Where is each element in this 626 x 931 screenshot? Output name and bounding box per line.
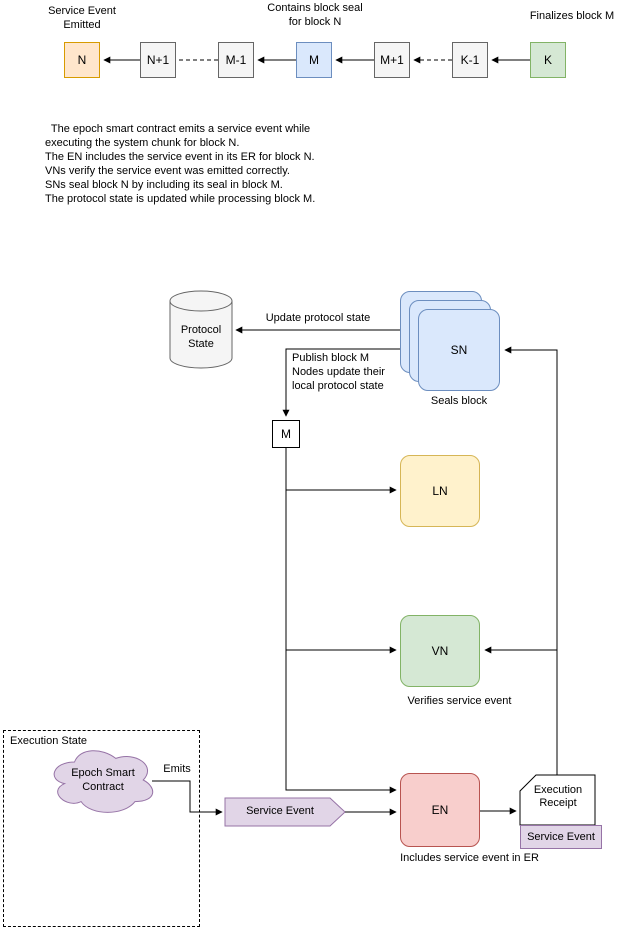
receipt-service-event-box: Service Event [520, 825, 602, 849]
en-node: EN [400, 773, 480, 847]
emits-label: Emits [163, 763, 191, 775]
block-m: M [296, 42, 332, 78]
sn-node: SN [418, 309, 500, 391]
block-m-plus-1: M+1 [374, 42, 410, 78]
protocol-state-cylinder [169, 290, 233, 369]
annotation-finalizes-block-m: Finalizes block M [529, 10, 615, 22]
block-m-box: M [272, 420, 300, 448]
execution-state-label: Execution State [10, 735, 88, 747]
publish-block-m-note: Publish block M Nodes update their local… [292, 352, 385, 392]
description-line: SNs seal block N by including its seal i… [45, 179, 283, 191]
ln-node: LN [400, 455, 480, 527]
service-event-shape [224, 797, 346, 827]
block-m-minus-1: M-1 [218, 42, 254, 78]
epoch-smart-contract-label: Epoch Smart Contract [71, 767, 135, 793]
block-n: N [64, 42, 100, 78]
block-k: K [530, 42, 566, 78]
protocol-state-label: Protocol State [180, 324, 222, 350]
block-n-plus-1: N+1 [140, 42, 176, 78]
sn-caption: Seals block [430, 395, 488, 407]
edge-cloud-emits-service-event [152, 780, 223, 816]
service-event-label: Service Event [246, 805, 314, 817]
edge-sn-to-block-m [282, 348, 418, 417]
update-protocol-state-label: Update protocol state [265, 312, 371, 324]
vn-caption: Verifies service event [407, 695, 512, 707]
description-line: executing the system chunk for block N. [45, 137, 240, 149]
edge-m-to-en [285, 448, 397, 794]
description-line: The protocol state is updated while proc… [45, 193, 316, 205]
description-paragraph: The epoch smart contract emits a service… [45, 122, 315, 206]
edge-receipt-to-sn [504, 346, 558, 775]
vn-node: VN [400, 615, 480, 687]
block-k-minus-1: K-1 [452, 42, 488, 78]
annotation-service-event-emitted: Service Event Emitted [48, 5, 116, 31]
protocol-state-cylinder-lid [169, 300, 233, 312]
description-line: The EN includes the service event in its… [45, 151, 315, 163]
annotation-contains-block-seal: Contains block seal for block N [267, 2, 363, 28]
execution-state-region [3, 730, 200, 927]
epoch-smart-contract-cloud [53, 750, 154, 813]
description-line: The epoch smart contract emits a service… [45, 123, 311, 135]
en-caption: Includes service event in ER [400, 852, 539, 864]
description-line: VNs verify the service event was emitted… [45, 165, 290, 177]
execution-receipt-label: Execution Receipt [533, 784, 583, 809]
